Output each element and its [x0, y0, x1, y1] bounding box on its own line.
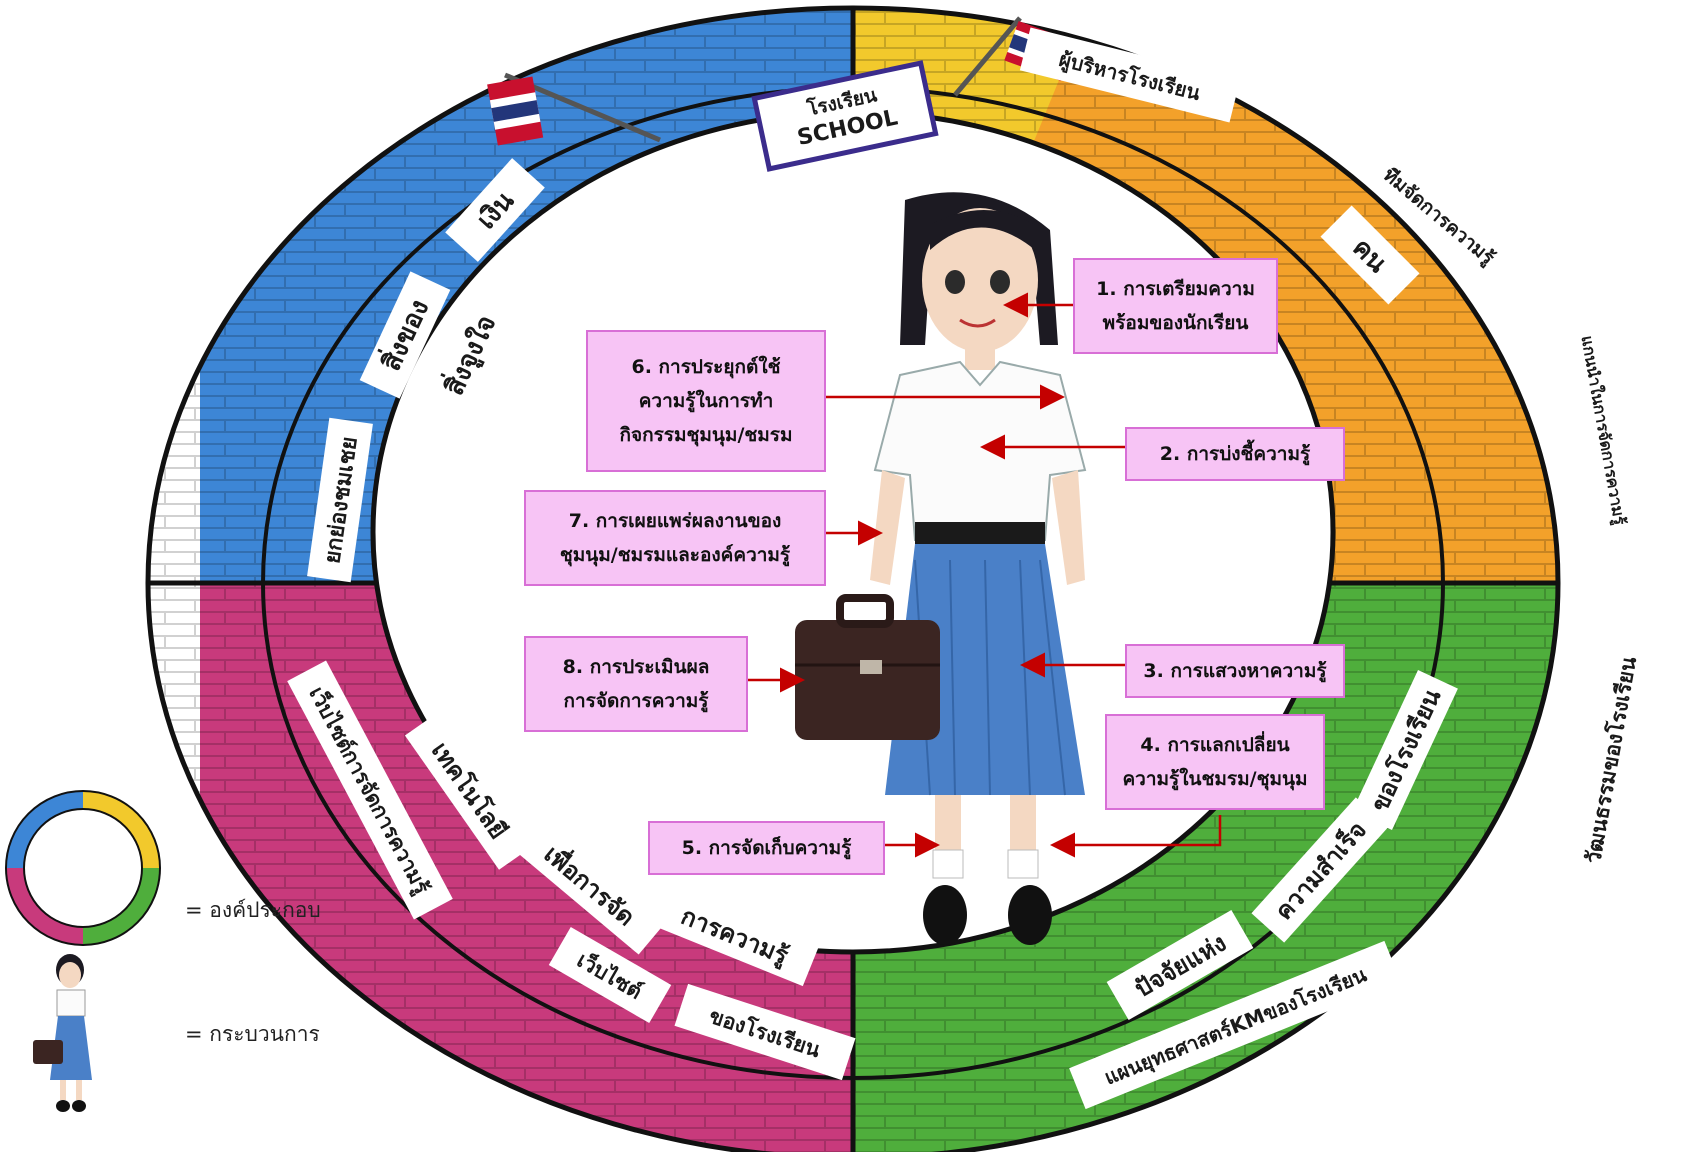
arrow-step-4	[1050, 815, 1222, 858]
label-school-website: ของโรงเรียน	[674, 983, 856, 1081]
legend-student-icon	[33, 954, 92, 1112]
label-praise: ยกย่องชมเชย	[307, 417, 373, 583]
label-km-leaders: แกนนำในการจัดการความรู้	[1564, 310, 1646, 550]
flag-icon	[487, 72, 661, 146]
process-step-6: 6. การประยุกต์ใช้ ความรู้ในการทำ กิจกรรม…	[586, 330, 826, 472]
process-step-8: 8. การประเมินผล การจัดการความรู้	[524, 636, 748, 732]
legend-process-label: = กระบวนการ	[185, 1022, 320, 1046]
process-step-1: 1. การเตรียมความ พร้อมของนักเรียน	[1073, 258, 1278, 354]
label-school-culture: วัฒนธรรมของโรงเรียน	[1567, 639, 1653, 881]
label-people: คน	[1320, 205, 1420, 305]
process-step-4: 4. การแลกเปลี่ยน ความรู้ในชมรม/ชุมนุม	[1105, 714, 1325, 810]
process-step-5: 5. การจัดเก็บความรู้	[648, 821, 885, 875]
legend-ring-icon	[5, 790, 161, 946]
process-step-3: 3. การแสวงหาความรู้	[1125, 644, 1345, 698]
process-arrows	[748, 292, 1222, 858]
process-step-2: 2. การบ่งชี้ความรู้	[1125, 427, 1345, 481]
process-step-7: 7. การเผยแพร่ผลงานของ ชุมนุม/ชมรมและองค์…	[524, 490, 826, 586]
school-sign: โรงเรียน SCHOOL	[751, 60, 939, 172]
legend-component-label: = องค์ประกอบ	[185, 898, 321, 922]
